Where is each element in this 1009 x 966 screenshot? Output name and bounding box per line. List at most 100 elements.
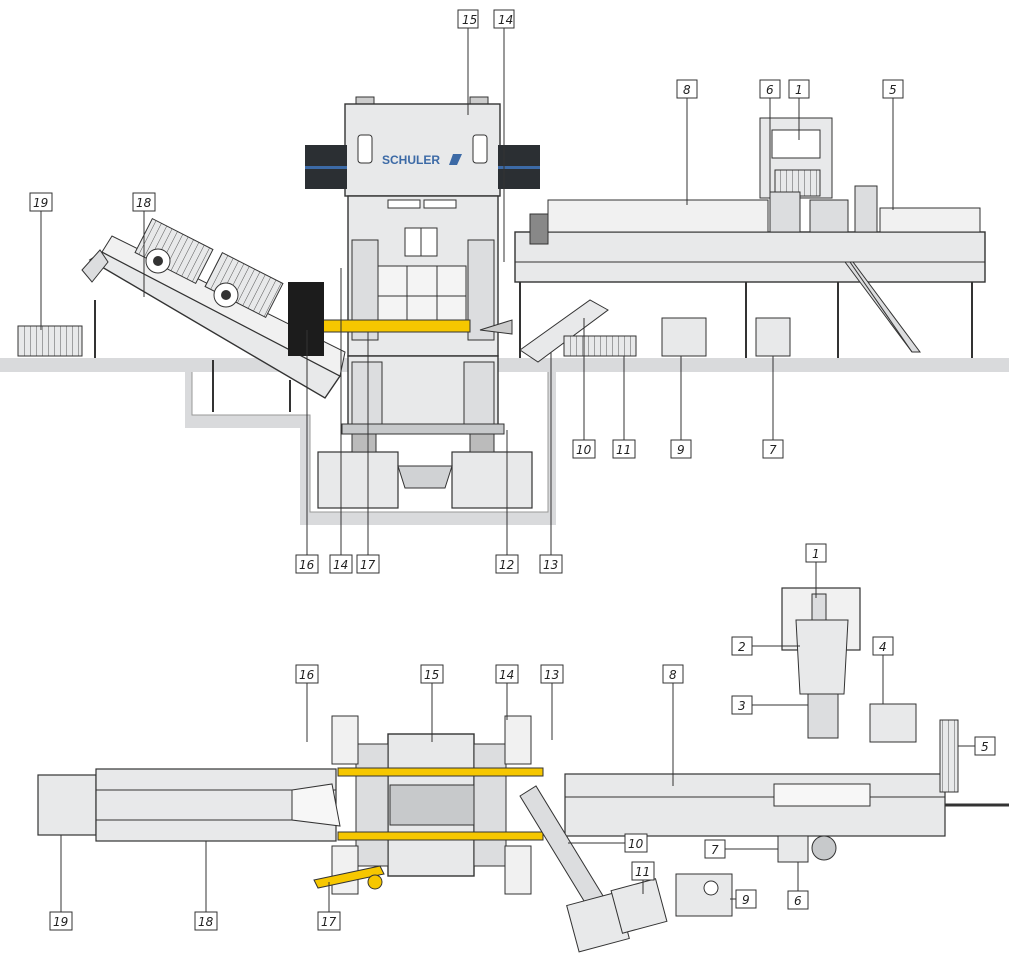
unit-9-cabinet: [661, 317, 707, 357]
feeder-platform: [514, 231, 986, 283]
callout-top-11: 11: [631, 861, 655, 894]
barrier-block: [288, 282, 324, 356]
callout-top-13: 13: [540, 664, 564, 740]
callout-side-14b: 14: [329, 268, 353, 574]
callout-top-7: 7: [704, 839, 778, 859]
top-view: [37, 587, 1009, 953]
svg-text:14: 14: [498, 13, 513, 27]
top-feeder-line: [564, 773, 946, 837]
svg-text:6: 6: [794, 894, 802, 908]
callout-side-6: 6: [759, 79, 781, 210]
stack-pallet: [17, 325, 83, 357]
press-base-left: [317, 451, 399, 509]
svg-text:11: 11: [635, 865, 650, 879]
svg-text:16: 16: [299, 668, 315, 682]
svg-text:14: 14: [333, 558, 348, 572]
svg-text:18: 18: [198, 915, 214, 929]
svg-text:7: 7: [769, 443, 777, 457]
callout-side-5: 5: [882, 79, 904, 210]
svg-text:2: 2: [738, 640, 746, 654]
top-transfer-rail-lower: [337, 831, 544, 841]
callout-top-8: 8: [662, 664, 684, 786]
svg-text:5: 5: [981, 740, 989, 754]
callout-top-14: 14: [495, 664, 519, 720]
svg-text:9: 9: [742, 893, 750, 907]
side-callouts: 15 14 8 6 1 5 19 18: [29, 9, 904, 574]
svg-text:9: 9: [677, 443, 685, 457]
svg-text:11: 11: [616, 443, 631, 457]
callout-side-1: 1: [788, 79, 810, 140]
svg-text:10: 10: [576, 443, 592, 457]
callout-side-18: 18: [132, 192, 156, 297]
svg-text:15: 15: [424, 668, 439, 682]
callout-side-11: 11: [612, 356, 636, 459]
unit-11-bins: [563, 335, 637, 357]
svg-text:4: 4: [879, 640, 887, 654]
callout-side-16: 16: [295, 330, 319, 574]
callout-side-9: 9: [670, 356, 692, 459]
callout-top-17: 17: [317, 882, 341, 931]
callout-top-2: 2: [731, 636, 800, 656]
callout-top-18: 18: [194, 841, 218, 931]
svg-text:17: 17: [360, 558, 376, 572]
callout-side-17: 17: [356, 332, 380, 574]
callout-top-10: 10: [568, 833, 648, 853]
callout-top-5: 5: [958, 736, 996, 756]
stacking-conveyor: [81, 217, 346, 412]
svg-text:15: 15: [462, 13, 477, 27]
svg-text:8: 8: [683, 83, 691, 97]
top-unit-7: [777, 835, 809, 863]
press-base-center: [397, 465, 453, 489]
svg-text:18: 18: [136, 196, 152, 210]
callout-side-19: 19: [29, 192, 53, 330]
blank-feeder: [514, 117, 986, 363]
press-frame: SCHULER: [305, 96, 540, 453]
svg-text:6: 6: [766, 83, 774, 97]
callout-side-10: 10: [572, 318, 596, 459]
callout-side-7: 7: [762, 356, 784, 459]
svg-text:1: 1: [812, 547, 820, 561]
top-drive-unit: [869, 703, 917, 743]
callout-top-4: 4: [872, 636, 894, 704]
callout-top-15: 15: [420, 664, 444, 742]
svg-text:5: 5: [889, 83, 897, 97]
callout-top-19: 19: [49, 835, 73, 931]
svg-text:3: 3: [738, 699, 746, 713]
callout-side-8: 8: [676, 79, 698, 205]
svg-text:7: 7: [711, 843, 719, 857]
transfer-rail: [319, 319, 471, 333]
top-bin-right: [610, 878, 668, 934]
svg-text:8: 8: [669, 668, 677, 682]
svg-text:12: 12: [499, 558, 514, 572]
svg-text:1: 1: [795, 83, 803, 97]
callout-side-13: 13: [539, 352, 563, 574]
press-window: [377, 265, 467, 329]
callout-top-1: 1: [805, 543, 827, 598]
svg-text:14: 14: [499, 668, 514, 682]
brand-logo: SCHULER: [382, 153, 440, 167]
callout-side-12: 12: [495, 430, 519, 574]
unit-7-cabinet: [755, 317, 791, 357]
callout-top-16: 16: [295, 664, 319, 742]
callout-side-14a: 14: [493, 9, 515, 262]
top-unit-9: [675, 873, 733, 917]
top-hopper: [795, 619, 849, 695]
top-callouts: 1 2 4 3 5 16 15 14: [49, 543, 996, 931]
callout-top-9: 9: [730, 889, 757, 909]
callout-side-15: 15: [457, 9, 479, 115]
unit-10-chute: [519, 299, 609, 363]
svg-text:13: 13: [544, 668, 559, 682]
callout-top-3: 3: [731, 695, 808, 715]
svg-text:17: 17: [321, 915, 337, 929]
svg-text:10: 10: [628, 837, 644, 851]
press-base-right: [451, 451, 533, 509]
svg-text:19: 19: [53, 915, 68, 929]
top-robot-arm: [313, 865, 385, 889]
svg-text:13: 13: [543, 558, 558, 572]
callout-top-6: 6: [787, 862, 809, 910]
svg-text:19: 19: [33, 196, 48, 210]
svg-text:16: 16: [299, 558, 315, 572]
top-transfer-rail-upper: [337, 767, 544, 777]
top-stack-table: [37, 774, 97, 836]
